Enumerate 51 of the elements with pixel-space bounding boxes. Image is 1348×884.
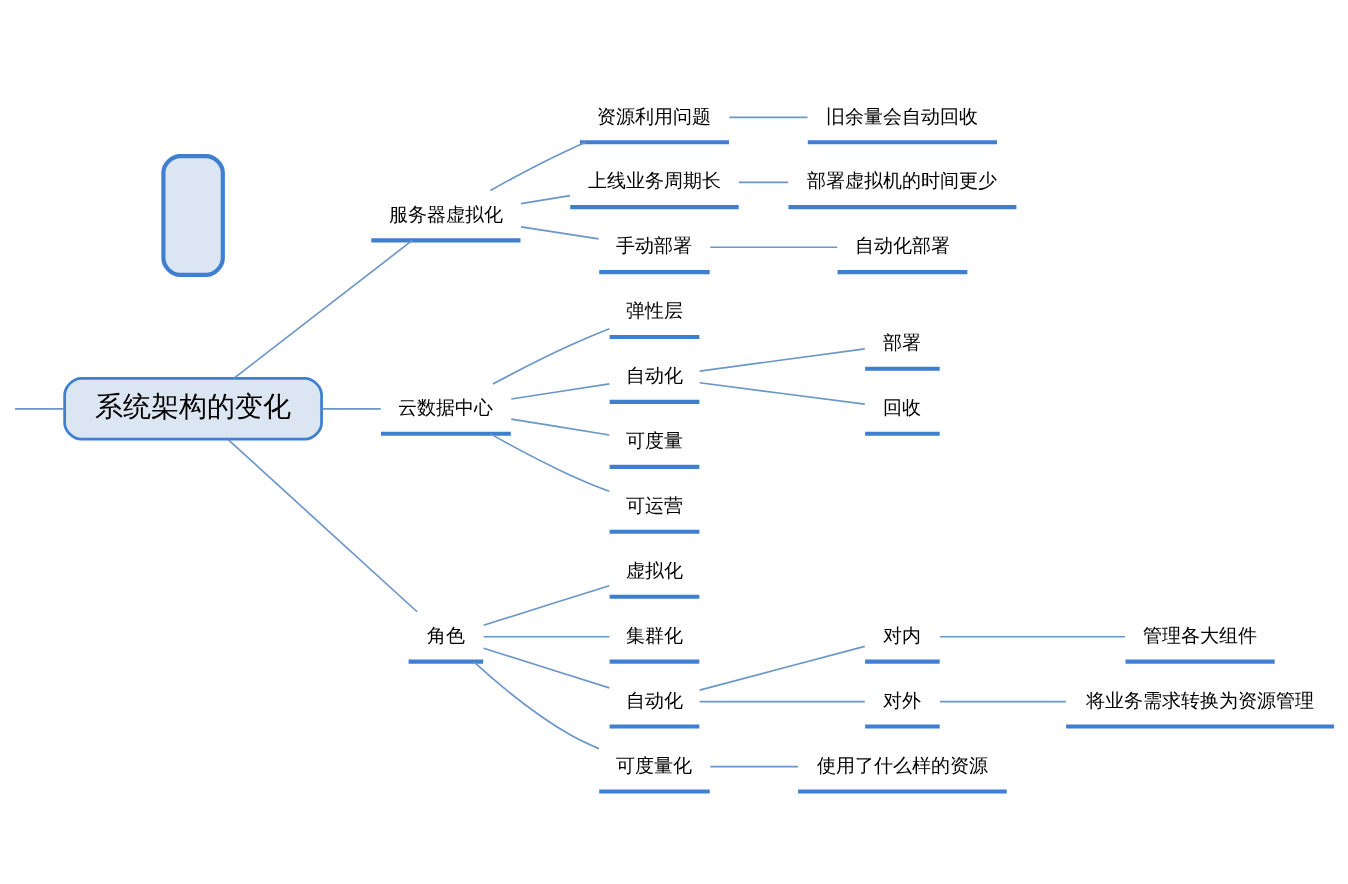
connector [709,765,799,768]
connector [482,584,611,627]
connector [709,246,839,249]
connector [227,438,418,613]
node-text: 将业务需求转换为资源管理 [1086,688,1315,712]
node-text: 手动部署 [616,234,693,258]
connector [698,348,866,372]
connector [698,700,866,703]
connector [492,327,611,385]
connector [510,418,611,436]
node-text: 弹性层 [625,299,683,323]
connector [698,645,866,691]
node-text: 回收 [883,395,922,419]
connector [320,408,382,410]
node-text: 部署虚拟机的时间更少 [807,169,998,193]
node-text: 部署 [883,331,922,355]
node-text: 虚拟化 [625,558,683,582]
connector [738,181,789,184]
connector [489,433,611,493]
node-text: 集群化 [625,623,683,647]
connector [510,383,611,400]
connector [698,381,866,405]
node-text: 可运营 [625,494,683,518]
node-text: 服务器虚拟化 [388,202,503,226]
connector [482,647,611,689]
node-text: 自动化 [625,688,683,712]
connector [939,635,1126,638]
connector [939,700,1067,703]
connector [14,408,66,410]
connector [482,635,611,638]
node-box: 系统架构的变化 [63,377,323,441]
node-box [161,154,225,277]
node-text: 上线业务周期长 [587,169,721,193]
node-text: 对内 [883,623,922,647]
node-text: 可度量化 [616,753,693,777]
node-text: 自动化部署 [854,234,950,258]
node-text: 管理各大组件 [1143,623,1258,647]
node-text: 角色 [426,623,465,647]
node-text: 使用了什么样的资源 [816,753,988,777]
node-text: 旧余量会自动回收 [826,104,979,128]
connector [520,226,600,240]
node-text: 资源利用问题 [597,104,712,128]
connector [520,194,571,205]
connector [233,239,414,380]
node-text: 可度量 [625,429,683,453]
connector [489,141,587,192]
connector [728,116,809,119]
node-text: 云数据中心 [398,395,494,419]
connector [473,661,600,750]
node-text: 对外 [883,688,922,712]
node-text: 自动化 [625,364,683,388]
